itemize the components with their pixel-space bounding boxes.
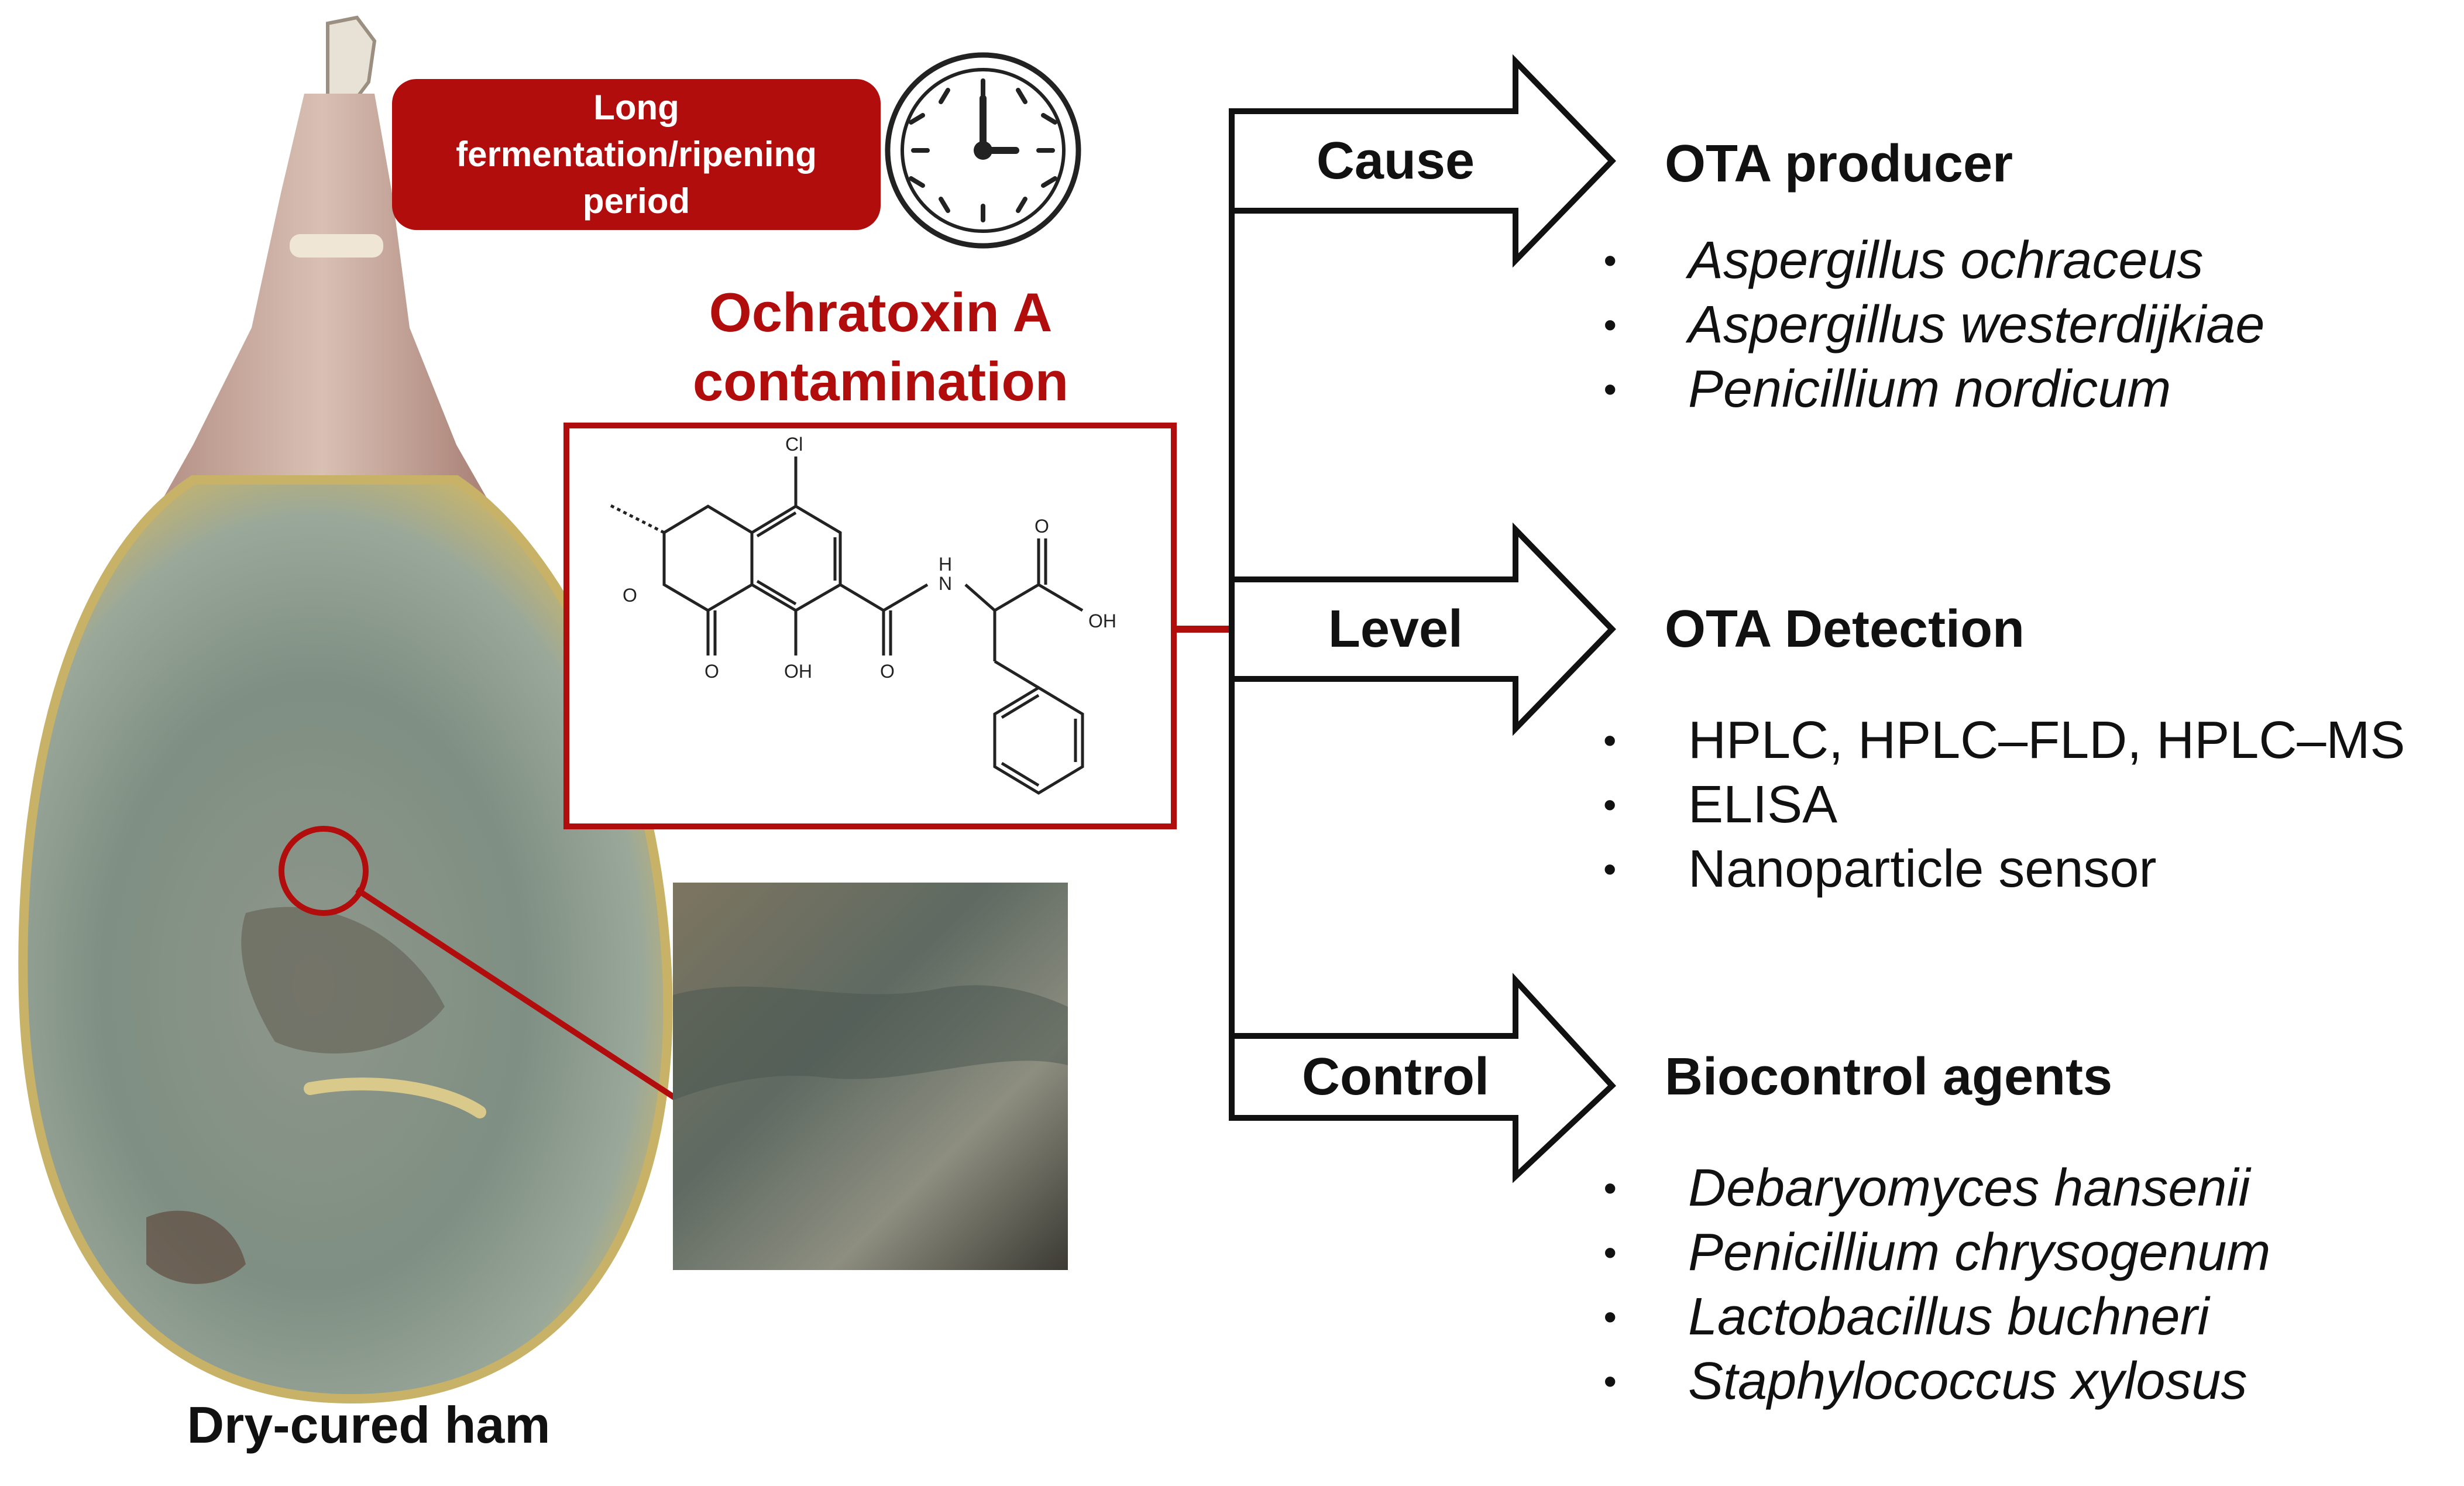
list-item: Staphylococcus xylosus — [1603, 1349, 2270, 1413]
ham-shank — [140, 94, 503, 538]
list-detection-methods: HPLC, HPLC–FLD, HPLC–MS ELISA Nanopartic… — [1603, 708, 2405, 901]
list-item: Penicillium chrysogenum — [1603, 1220, 2270, 1285]
list-item: Aspergillus westerdijkiae — [1603, 293, 2264, 357]
atom-oh-phenol: OH — [784, 661, 812, 682]
magnified-texture — [673, 985, 1068, 1100]
arrow-control — [1229, 973, 1617, 1183]
list-item: ELISA — [1603, 773, 2405, 837]
atom-o-acid: O — [1035, 516, 1049, 537]
list-biocontrol-agents: Debaryomyces hansenii Penicillium chryso… — [1603, 1156, 2270, 1413]
atom-o-amide: O — [880, 661, 895, 682]
atom-cl: Cl — [785, 434, 803, 455]
structure-box — [563, 423, 1177, 829]
list-item: Penicillium nordicum — [1603, 357, 2264, 421]
ham-string-knot — [290, 234, 383, 258]
list-item: Lactobacillus buchneri — [1603, 1285, 2270, 1349]
section-title-biocontrol: Biocontrol agents — [1665, 1048, 2113, 1106]
list-item: HPLC, HPLC–FLD, HPLC–MS — [1603, 708, 2405, 773]
ham-hock-string — [326, 15, 377, 108]
arrow-level — [1229, 522, 1616, 736]
section-title-ota-producer: OTA producer — [1665, 135, 2013, 193]
arrow-label-level: Level — [1328, 600, 1463, 658]
list-item: Debaryomyces hansenii — [1603, 1156, 2270, 1220]
atom-o-lactone: O — [705, 661, 719, 682]
ripening-period-badge: Long fermentation/ripening period — [392, 79, 881, 230]
ochratoxin-title: Ochratoxin A contamination — [692, 282, 1069, 412]
atom-n: N — [939, 573, 952, 594]
clock-icon — [885, 52, 1081, 249]
list-ota-producers: Aspergillus ochraceus Aspergillus wester… — [1603, 228, 2264, 421]
arrow-label-control: Control — [1302, 1048, 1489, 1106]
atom-o-ring: O — [623, 585, 637, 606]
ham-illustration — [18, 15, 1068, 1404]
atom-h: H — [939, 554, 952, 575]
section-title-ota-detection: OTA Detection — [1665, 600, 2025, 658]
list-item: Aspergillus ochraceus — [1603, 228, 2264, 293]
magnify-circle — [279, 826, 369, 916]
ham-caption: Dry-cured ham — [187, 1396, 551, 1454]
list-item: Nanoparticle sensor — [1603, 837, 2405, 901]
ochratoxin-a-structure — [607, 457, 1084, 795]
atom-oh-acid: OH — [1088, 610, 1116, 632]
arrow-cause — [1229, 54, 1616, 268]
magnify-connector — [355, 887, 681, 1103]
ham-fat-streak — [304, 1077, 486, 1118]
ripening-period-label: Long fermentation/ripening period — [456, 88, 817, 221]
ham-dark-patch — [146, 1210, 246, 1284]
ham-mold-patch — [241, 907, 445, 1053]
arrow-label-cause: Cause — [1316, 132, 1475, 190]
